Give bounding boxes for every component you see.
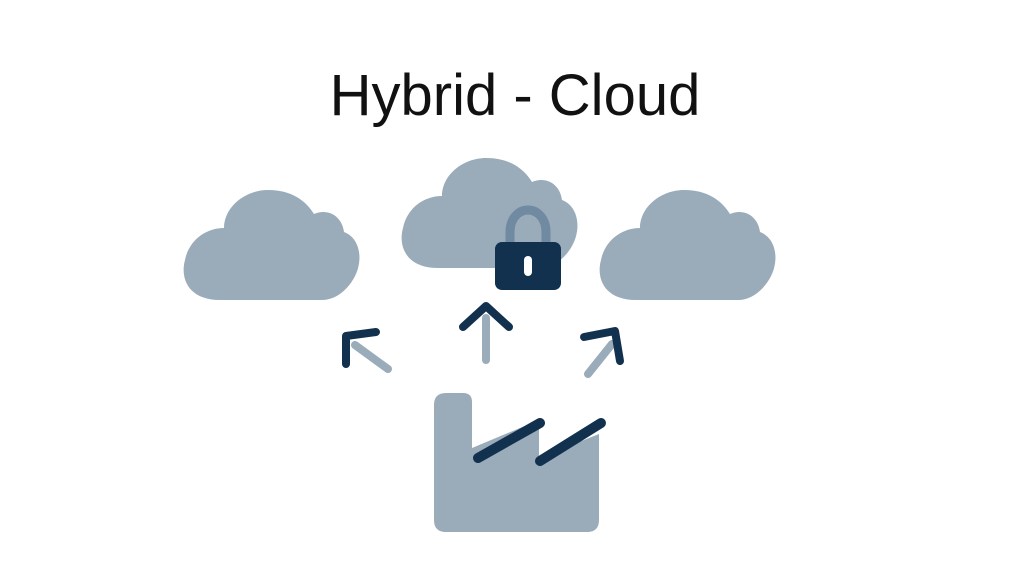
diagram-title: Hybrid - Cloud [329,63,701,128]
arrow-up-icon [459,302,513,364]
factory-icon [434,393,606,532]
left-cloud-icon [183,190,360,300]
right-cloud-icon [599,190,776,300]
center-cloud-icon [401,158,578,268]
arrow-left-icon [342,328,392,373]
arrow-right-icon [580,327,624,378]
lock-icon [495,205,561,290]
